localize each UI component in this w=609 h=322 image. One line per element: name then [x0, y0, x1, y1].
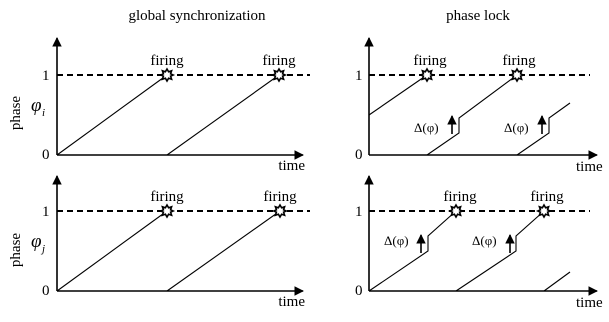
column-title-phase-lock: phase lock — [446, 8, 510, 24]
firing-event-icon — [160, 204, 174, 218]
tick-0: 0 — [42, 283, 50, 299]
panel-phase-lock-j: 1 0 time Δ(φ) Δ(φ) firing firing — [355, 175, 603, 311]
phase-ramp — [368, 74, 428, 116]
firing-label: firing — [263, 189, 297, 205]
phase-ramp-with-jump — [516, 102, 571, 156]
phase-jump-label: Δ(φ) — [384, 233, 409, 248]
phase-ramp — [56, 210, 168, 292]
tick-0: 0 — [355, 283, 363, 299]
firing-label: firing — [413, 53, 447, 69]
panel-global-sync-i: φ i 1 0 time firing firing — [31, 37, 310, 174]
phi-subscript-i: i — [42, 107, 45, 119]
column-title-global-synchronization: global synchronization — [128, 8, 266, 24]
firing-event-icon — [419, 68, 435, 82]
firing-event-icon — [160, 68, 174, 82]
firing-label: firing — [502, 53, 536, 69]
x-label-time: time — [278, 158, 305, 174]
panel-global-sync-j: φ j 1 0 time firing firing — [31, 175, 310, 310]
panel-phase-lock-i: 1 0 time Δ(φ) Δ(φ) firing firing — [355, 37, 603, 175]
y-label-phase-bottom: phase — [8, 233, 24, 267]
firing-label: firing — [443, 189, 477, 205]
firing-label: firing — [150, 189, 184, 205]
firing-label: firing — [262, 53, 296, 69]
phase-jump-label: Δ(φ) — [414, 120, 439, 135]
firing-event-icon — [536, 204, 552, 218]
phi-subscript-j: j — [40, 243, 45, 255]
phi-symbol: φ — [31, 231, 42, 252]
phase-ramp-with-jump — [368, 210, 457, 292]
tick-0: 0 — [355, 147, 363, 163]
tick-1: 1 — [42, 204, 50, 220]
phase-ramp — [56, 74, 168, 156]
phase-jump-label: Δ(φ) — [504, 120, 529, 135]
tick-0: 0 — [42, 147, 50, 163]
tick-1: 1 — [42, 68, 50, 84]
tick-1: 1 — [355, 204, 363, 220]
x-label-time: time — [576, 159, 603, 175]
phase-ramp-with-jump — [426, 74, 518, 156]
phase-ramp — [543, 271, 571, 292]
firing-event-icon — [271, 68, 287, 82]
firing-label: firing — [530, 189, 564, 205]
phase-ramp — [166, 210, 281, 292]
phase-jump-label: Δ(φ) — [472, 233, 497, 248]
firing-event-icon — [509, 68, 525, 82]
x-label-time: time — [278, 294, 305, 310]
tick-1: 1 — [355, 68, 363, 84]
firing-label: firing — [150, 53, 184, 69]
firing-event-icon — [448, 204, 464, 218]
firing-event-icon — [272, 204, 288, 218]
phase-ramp-with-jump — [455, 210, 545, 292]
phi-symbol: φ — [31, 95, 42, 116]
y-label-phase-top: phase — [8, 96, 24, 130]
x-label-time: time — [576, 295, 603, 311]
phase-ramp — [166, 74, 280, 156]
